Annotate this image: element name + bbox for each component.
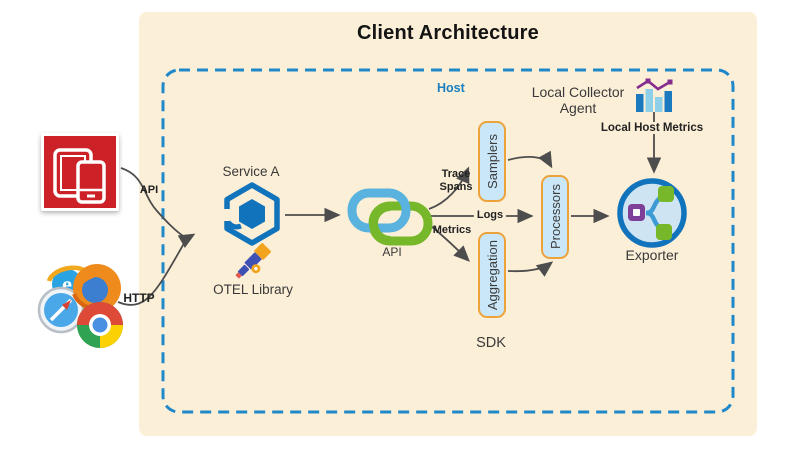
- export-branch-icon: [628, 186, 674, 240]
- samplers-node: Samplers: [478, 121, 506, 202]
- hexagon-package-icon: [223, 182, 280, 246]
- processors-node: Processors: [541, 175, 569, 259]
- diagram-title: Client Architecture: [357, 22, 539, 44]
- logs-edge-label: Logs: [473, 209, 507, 221]
- local-host-metrics-label: Local Host Metrics: [597, 122, 707, 134]
- samplers-to-processors-arrow: [507, 150, 553, 169]
- telescope-icon: [235, 242, 272, 279]
- metrics-bar-chart-icon: [636, 78, 673, 112]
- host-label: Host: [437, 81, 465, 95]
- metrics-edge-label: Metrics: [432, 224, 472, 236]
- service-a-label: Service A: [222, 164, 280, 179]
- aggregation-to-processors-arrow: [507, 261, 554, 277]
- api-node-label: API: [382, 245, 402, 259]
- otel-library-label: OTEL Library: [213, 282, 293, 297]
- chain-links-icon: [347, 188, 433, 246]
- svg-text:e: e: [62, 272, 72, 297]
- chrome-browser-icon: [77, 302, 123, 348]
- trace-spans-label: Trace Spans: [439, 168, 473, 193]
- mobile-tablet-devices-icon: [41, 133, 119, 211]
- web-browsers-icon: e: [37, 264, 123, 348]
- local-collector-agent-label: Local Collector Agent: [531, 84, 625, 116]
- http-arrow: [117, 239, 187, 306]
- client-merge-arrow: [177, 233, 196, 248]
- exporter-node: [617, 178, 687, 248]
- aggregation-label: Aggregation: [484, 239, 500, 311]
- api-arrow: [120, 167, 187, 239]
- exporter-label: Exporter: [625, 247, 679, 263]
- processors-label: Processors: [547, 184, 563, 250]
- safari-browser-icon: [37, 286, 85, 334]
- api-edge-label: API: [139, 184, 159, 196]
- sdk-label: SDK: [476, 335, 506, 351]
- trace-to-samplers-arrow: [428, 166, 470, 210]
- firefox-browser-icon: [72, 264, 121, 312]
- http-edge-label: HTTP: [123, 291, 155, 305]
- samplers-label: Samplers: [484, 134, 500, 189]
- aggregation-node: Aggregation: [478, 232, 506, 318]
